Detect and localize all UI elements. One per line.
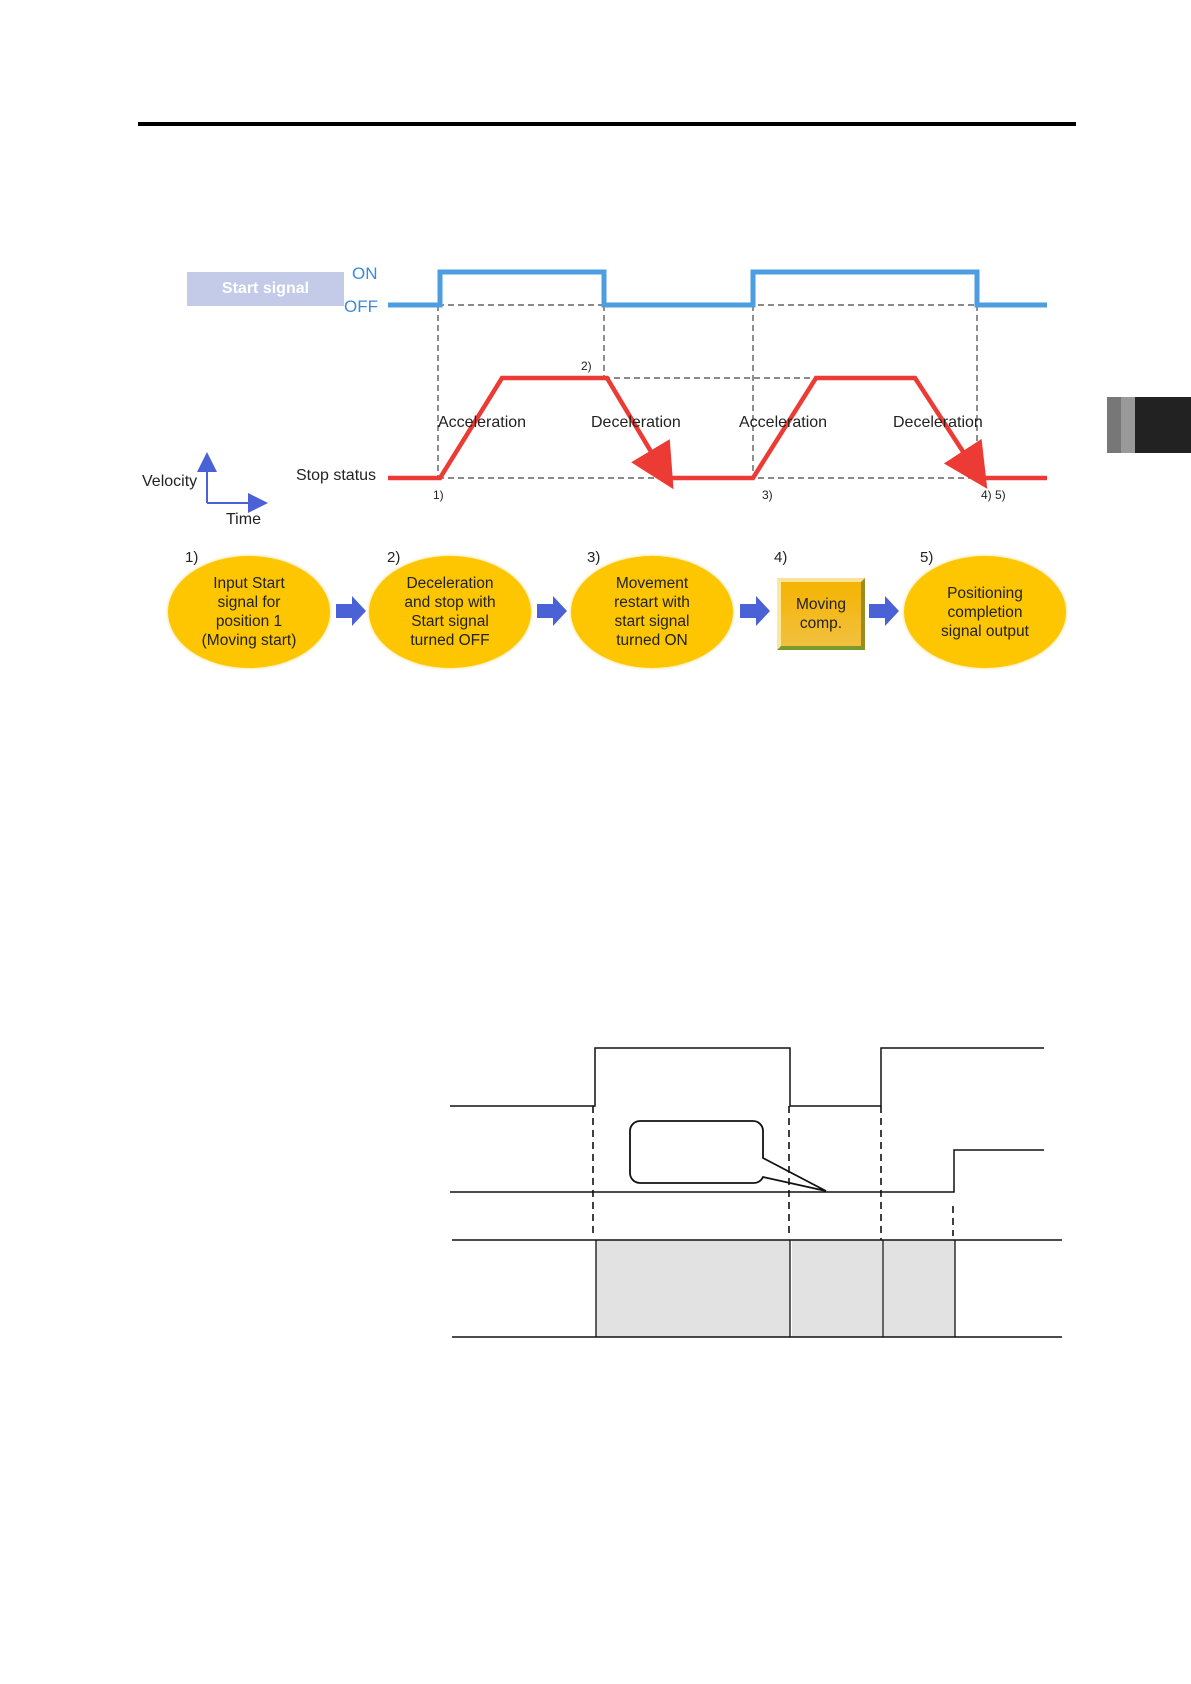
chapter-tab xyxy=(1107,397,1191,453)
phase-label: Deceleration xyxy=(893,414,983,431)
flow-step-4: Moving comp. xyxy=(777,578,865,650)
flow-step-2: Deceleration and stop with Start signal … xyxy=(369,556,531,668)
time-label: Time xyxy=(226,511,261,528)
point-label: 4) 5) xyxy=(981,488,1006,502)
flow-step-1: Input Start signal for position 1 (Movin… xyxy=(168,556,330,668)
step-number: 4) xyxy=(774,549,788,566)
step-text: Deceleration and stop with Start signal … xyxy=(404,575,496,649)
stop-status-label: Stop status xyxy=(296,467,377,484)
on-label: ON xyxy=(352,264,378,283)
phase-label: Deceleration xyxy=(591,414,681,431)
step-text: Moving comp. xyxy=(796,596,846,632)
start-signal-waveform xyxy=(388,269,1047,308)
point-label: 3) xyxy=(762,488,773,502)
start-signal-label: Start signal xyxy=(187,272,344,306)
velocity-waveform xyxy=(388,375,674,490)
step-number: 5) xyxy=(920,549,934,566)
lower-chart-dashes xyxy=(592,1106,954,1252)
phase-label: Acceleration xyxy=(438,414,527,431)
lower-chart-bars xyxy=(452,1239,1062,1338)
off-label: OFF xyxy=(344,297,378,316)
flow-arrows xyxy=(336,596,899,626)
flow-step-5: Positioning completion signal output xyxy=(904,556,1066,668)
lower-timing-chart xyxy=(450,1047,1044,1193)
point-label: 2) xyxy=(581,359,592,373)
step-number: 2) xyxy=(387,549,401,566)
step-text: Movement restart with start signal turne… xyxy=(614,575,690,649)
flow-step-3: Movement restart with start signal turne… xyxy=(571,556,733,668)
step-number: 3) xyxy=(587,549,601,566)
step-text: Input Start signal for position 1 (Movin… xyxy=(201,575,297,649)
phase-label: Acceleration xyxy=(739,414,828,431)
point-label: 1) xyxy=(433,488,444,502)
velocity-label: Velocity xyxy=(142,473,198,490)
step-text: Positioning completion signal output xyxy=(941,584,1029,640)
step-number: 1) xyxy=(185,549,199,566)
header-rule xyxy=(138,122,1076,126)
